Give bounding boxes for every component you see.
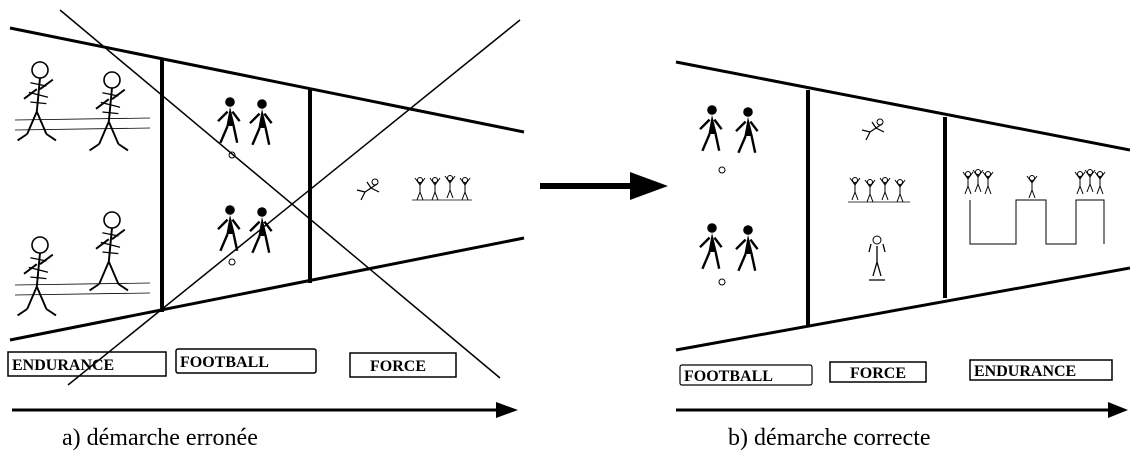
force-illustration-a	[356, 175, 472, 201]
panel-a: ENDURANCE FOOTBALL FORCE a) démarche err…	[7, 9, 525, 451]
cross-line-2	[67, 19, 521, 386]
label-box-force-a	[349, 352, 457, 378]
football-illustration-a	[216, 95, 273, 266]
funnel-bottom-edge-b	[675, 266, 1130, 352]
axis-arrowhead-a	[496, 402, 518, 418]
funnel-top-edge-a	[9, 26, 525, 134]
transition-arrow	[540, 172, 668, 200]
force-illustration-b	[848, 118, 910, 281]
funnel-bottom-edge-a	[9, 236, 525, 342]
cross-line-1	[59, 9, 501, 379]
endurance-illustration-b	[962, 169, 1106, 245]
label-box-endurance-b	[969, 359, 1113, 381]
caption-a: a) démarche erronée	[62, 425, 258, 451]
football-illustration-b	[698, 103, 759, 286]
label-box-endurance-a	[7, 351, 167, 377]
caption-b: b) démarche correcte	[728, 425, 931, 451]
label-box-football-a	[175, 348, 317, 374]
label-football-a: FOOTBALL	[180, 354, 269, 371]
panel-b: FOOTBALL FORCE ENDURANCE b) démarche cor…	[675, 60, 1130, 451]
label-endurance-a: ENDURANCE	[12, 357, 114, 374]
label-box-force-b	[829, 361, 927, 383]
label-force-b: FORCE	[850, 365, 906, 382]
label-football-b: FOOTBALL	[684, 368, 773, 385]
endurance-illustration-a	[14, 61, 151, 317]
axis-arrowhead-b	[1108, 402, 1128, 418]
label-endurance-b: ENDURANCE	[974, 363, 1076, 380]
funnel-top-edge-b	[675, 60, 1130, 152]
label-box-football-b	[679, 364, 813, 386]
label-force-a: FORCE	[370, 358, 426, 375]
